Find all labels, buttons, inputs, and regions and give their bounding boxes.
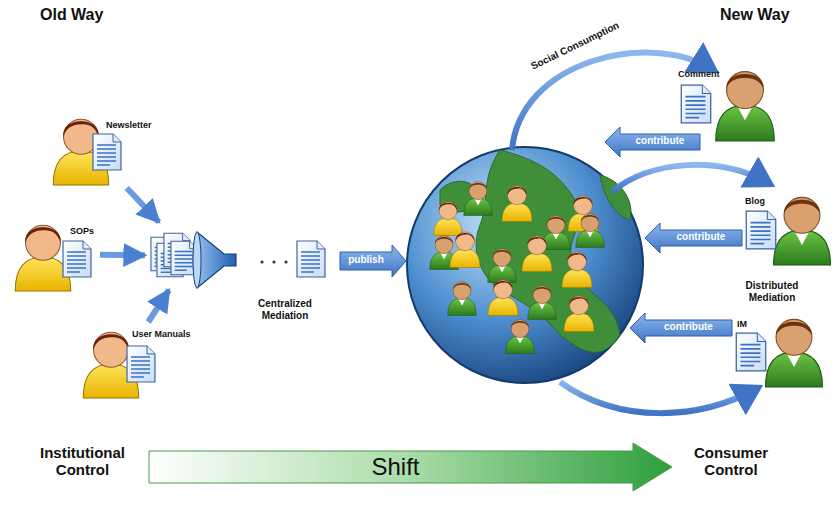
arrow-label: publish [340, 254, 392, 266]
arrow-text: Shift [148, 442, 643, 492]
consumption-arrow [560, 382, 758, 413]
node-label: User Manuals [132, 329, 191, 339]
node-label: Comment [678, 69, 720, 79]
person-figure: Newsletter [50, 110, 130, 188]
person-figure: Comment [675, 62, 780, 144]
person-icon [774, 197, 831, 265]
node-label: IM [737, 319, 747, 329]
document-icon [746, 211, 775, 249]
shift-arrow: Shift [148, 442, 673, 492]
node-label: Blog [745, 196, 765, 206]
arrow-label: contribute [660, 231, 742, 243]
person-figure: SOPs [10, 215, 100, 293]
person-icon [716, 72, 775, 141]
document-icon [681, 85, 710, 123]
contribute-arrow [645, 223, 742, 253]
document-icon [63, 241, 91, 277]
person-figure: User Manuals [78, 322, 168, 400]
person-icon [766, 319, 823, 387]
document-icon [297, 241, 325, 277]
document-stack [151, 233, 197, 277]
contribute-arrow [605, 127, 700, 157]
funnel-rim [193, 232, 201, 288]
flow-arrow [148, 290, 169, 322]
flow-arrow [100, 252, 145, 259]
arrow-label: Social Consumption [523, 16, 627, 75]
document-icon [93, 134, 121, 170]
ellipsis-dots [260, 260, 287, 263]
document-icon [736, 333, 765, 371]
node-label: Centralized Mediation [245, 298, 325, 321]
person-figure: Blog [742, 188, 837, 266]
consumption-arrow [612, 165, 770, 192]
arrow-label: contribute [645, 321, 732, 333]
axis-label: Consumer Control [676, 444, 786, 479]
section-title: New Way [720, 6, 830, 24]
node-label: SOPs [70, 226, 94, 236]
axis-label: Institutional Control [20, 444, 145, 479]
arrow-label: contribute [620, 135, 700, 147]
section-title: Old Way [40, 6, 140, 24]
funnel-icon [193, 232, 236, 288]
globe [407, 147, 643, 383]
publish-arrow [340, 245, 406, 277]
flow-arrow [127, 188, 159, 222]
region-label: Distributed Mediation [732, 280, 812, 303]
document-icon [127, 346, 155, 382]
funnel-stack: Centralized Mediation [145, 222, 237, 290]
person-figure: IM [732, 310, 832, 388]
contribute-arrow [630, 313, 732, 343]
node-label: Newsletter [106, 120, 152, 130]
